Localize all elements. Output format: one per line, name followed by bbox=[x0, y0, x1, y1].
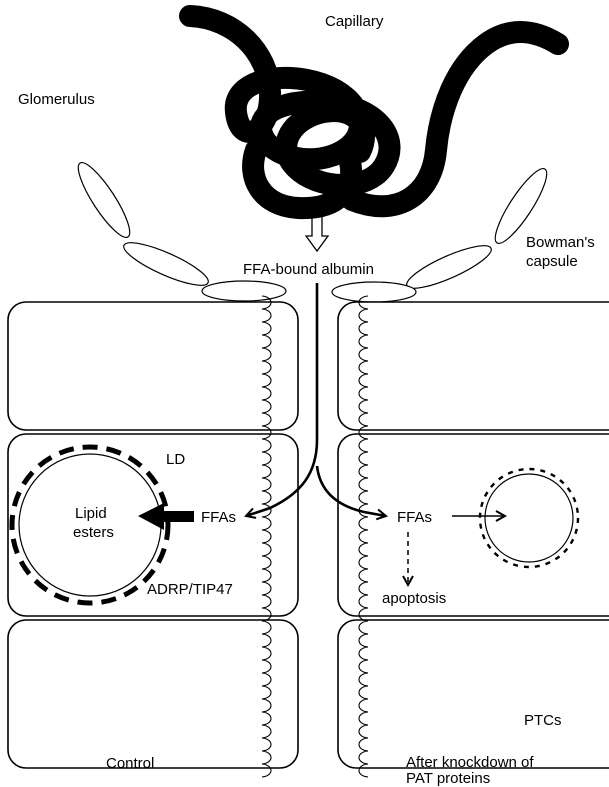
ffas-right-label: FFAs bbox=[397, 509, 432, 526]
ptcs-label: PTCs bbox=[524, 712, 562, 729]
apoptosis-label: apoptosis bbox=[382, 590, 446, 607]
knockdown-label-line1: After knockdown of bbox=[406, 754, 534, 771]
lipid-esters-label-line1: Lipid bbox=[75, 505, 107, 522]
ffas-left-label: FFAs bbox=[201, 509, 236, 526]
knockdown-label-line2: PAT proteins bbox=[406, 770, 490, 787]
adrp-tip47-label: ADRP/TIP47 bbox=[147, 581, 233, 598]
bowmans-capsule-label-line2: capsule bbox=[526, 253, 578, 270]
ffa-bound-albumin-label: FFA-bound albumin bbox=[243, 261, 374, 278]
lipid-esters-label-line2: esters bbox=[73, 524, 114, 541]
capillary-coil bbox=[190, 16, 558, 208]
bowmans-capsule-label-line1: Bowman's bbox=[526, 234, 595, 251]
control-label: Control bbox=[106, 755, 154, 772]
glomerulus-label: Glomerulus bbox=[18, 91, 95, 108]
capillary-label: Capillary bbox=[325, 13, 384, 30]
ld-label: LD bbox=[166, 451, 185, 468]
